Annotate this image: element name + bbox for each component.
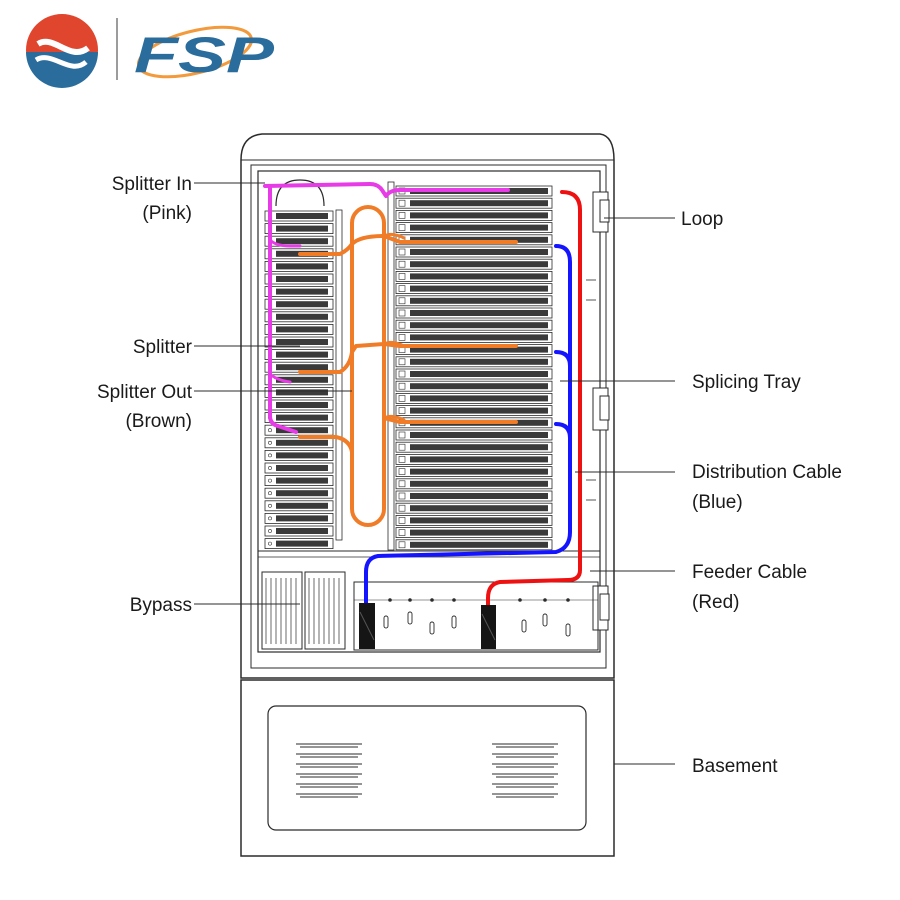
splitter-out-loop-orange bbox=[350, 205, 386, 527]
logo-text: FSP bbox=[134, 27, 275, 83]
splitter-module bbox=[264, 298, 334, 310]
splicing-tray bbox=[395, 380, 553, 392]
splicing-tray bbox=[395, 258, 553, 270]
splicing-tray bbox=[395, 270, 553, 282]
splitter-module bbox=[264, 500, 334, 512]
splitter-out-cable-orange bbox=[298, 234, 518, 256]
splicing-tray bbox=[395, 295, 553, 307]
splicing-tray bbox=[395, 368, 553, 380]
cables bbox=[263, 182, 582, 612]
distribution-cable-blue bbox=[364, 244, 572, 607]
splicing-tray bbox=[395, 405, 553, 417]
splicing-tray bbox=[395, 307, 553, 319]
splicing-tray bbox=[395, 429, 553, 441]
splitter-module bbox=[264, 412, 334, 424]
splitter-module bbox=[264, 223, 334, 235]
splicing-tray bbox=[395, 539, 553, 551]
splitter-out-cable-orange bbox=[298, 416, 518, 454]
label-splitter-in-color: (Pink) bbox=[142, 203, 192, 224]
label-feeder-cable: Feeder Cable bbox=[692, 562, 807, 583]
label-bypass: Bypass bbox=[130, 595, 192, 616]
company-logo: FSP bbox=[26, 14, 275, 88]
label-splitter-out: Splitter Out bbox=[97, 382, 193, 403]
logo-emblem-lower-icon bbox=[26, 52, 98, 88]
splicing-tray bbox=[395, 319, 553, 331]
splicing-tray bbox=[395, 441, 553, 453]
label-distribution-cable: Distribution Cable bbox=[692, 462, 842, 483]
cable-plugs bbox=[359, 603, 496, 649]
splicing-tray bbox=[395, 283, 553, 295]
bypass-modules bbox=[261, 571, 346, 650]
splitter-module bbox=[264, 286, 334, 298]
label-splitter: Splitter bbox=[133, 337, 193, 358]
callout-labels: Splitter In (Pink) Splitter Splitter Out… bbox=[97, 174, 842, 777]
splicing-tray bbox=[395, 209, 553, 221]
splitter-module bbox=[264, 525, 334, 537]
splicing-tray bbox=[395, 331, 553, 343]
label-loop: Loop bbox=[681, 209, 723, 230]
splitter-module bbox=[264, 538, 334, 549]
leader-lines bbox=[194, 182, 675, 765]
splitter-module bbox=[264, 437, 334, 449]
splicing-tray bbox=[395, 527, 553, 538]
splicing-tray bbox=[395, 490, 553, 502]
splicing-tray bbox=[395, 502, 553, 514]
splitter-module bbox=[264, 210, 334, 222]
cable-entry-plate bbox=[353, 581, 599, 651]
splicing-tray bbox=[395, 392, 553, 404]
splicing-tray bbox=[395, 246, 553, 258]
label-splitter-in: Splitter In bbox=[112, 174, 192, 195]
splitter-module bbox=[264, 349, 334, 361]
door-hinges bbox=[592, 191, 610, 631]
splitter-module bbox=[264, 513, 334, 524]
splitter-module bbox=[264, 487, 334, 499]
splicing-tray bbox=[395, 197, 553, 209]
label-distribution-cable-color: (Blue) bbox=[692, 492, 743, 513]
splitter-modules bbox=[264, 179, 343, 549]
splicing-tray bbox=[395, 466, 553, 478]
splitter-module bbox=[264, 449, 334, 461]
splitter-module bbox=[264, 424, 334, 436]
splicing-trays bbox=[387, 181, 553, 551]
feeder-cable-red bbox=[486, 190, 582, 612]
basement bbox=[240, 679, 615, 857]
basement-vents bbox=[296, 743, 558, 798]
splitter-module bbox=[264, 386, 334, 398]
splitter-in-cable-pink bbox=[263, 182, 510, 198]
label-splitter-out-color: (Brown) bbox=[125, 411, 192, 432]
label-splicing-tray: Splicing Tray bbox=[692, 372, 801, 393]
logo-swoosh-icon bbox=[136, 25, 254, 79]
splitter-module bbox=[264, 399, 334, 411]
splicing-tray bbox=[395, 515, 553, 526]
label-feeder-cable-color: (Red) bbox=[692, 592, 740, 613]
label-basement: Basement bbox=[692, 756, 778, 777]
splicing-tray bbox=[395, 222, 553, 234]
splicing-tray bbox=[395, 478, 553, 490]
splitter-module bbox=[264, 273, 334, 285]
splitter-out-cable-orange bbox=[298, 342, 518, 374]
splitter-module bbox=[264, 311, 334, 323]
splitter-in-cable-pink bbox=[268, 184, 298, 434]
splitter-module bbox=[264, 323, 334, 335]
splitter-module bbox=[264, 260, 334, 272]
splicing-tray bbox=[395, 453, 553, 465]
splicing-tray bbox=[395, 356, 553, 368]
splitter-module bbox=[264, 475, 334, 487]
splitter-module bbox=[264, 462, 334, 474]
